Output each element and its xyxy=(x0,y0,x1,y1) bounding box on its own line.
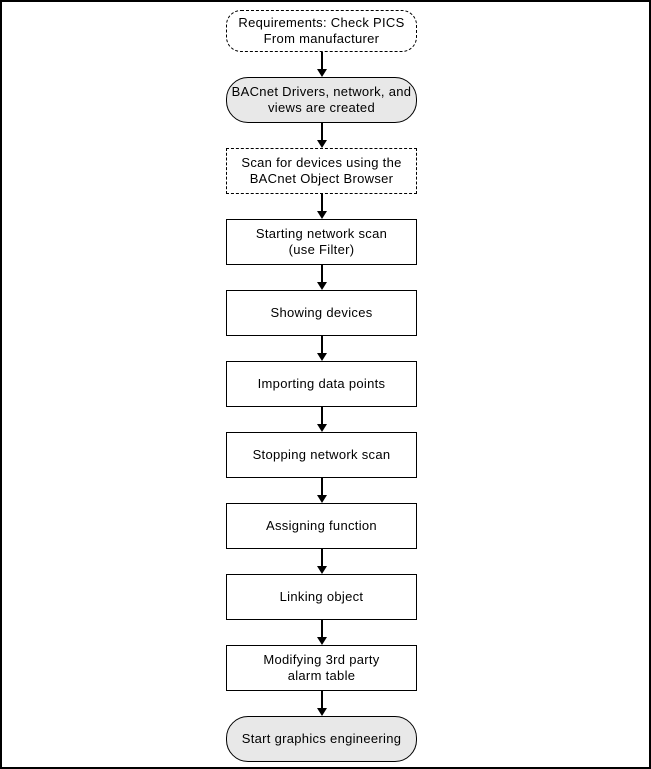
node-stopping-network-scan: Stopping network scan xyxy=(226,432,417,478)
node-showing-devices-label: Showing devices xyxy=(270,305,373,320)
arrowhead-icon xyxy=(316,140,327,148)
flow-arrow xyxy=(226,123,417,148)
arrowhead-icon xyxy=(316,211,327,219)
node-linking-object: Linking object xyxy=(226,574,417,620)
flow-arrow xyxy=(226,265,417,290)
node-drivers-created-label: BACnet Drivers, network, and views are c… xyxy=(231,84,412,115)
arrow-shaft xyxy=(320,407,323,424)
node-drivers-created: BACnet Drivers, network, and views are c… xyxy=(226,77,417,123)
arrow-shaft xyxy=(320,691,323,708)
arrow-shaft xyxy=(320,194,323,211)
flow-arrow xyxy=(226,194,417,219)
arrow-shaft xyxy=(320,336,323,353)
arrow-shaft xyxy=(320,123,323,140)
node-starting-network-scan-label: Starting network scan (use Filter) xyxy=(255,226,388,257)
flow-arrow xyxy=(226,478,417,503)
node-importing-data-points: Importing data points xyxy=(226,361,417,407)
flow-arrow xyxy=(226,549,417,574)
flow-arrow xyxy=(226,620,417,645)
flow-arrow xyxy=(226,336,417,361)
arrow-shaft xyxy=(320,549,323,566)
arrow-shaft xyxy=(320,265,323,282)
arrowhead-icon xyxy=(316,637,327,645)
flow-arrow xyxy=(226,407,417,432)
node-stopping-network-scan-label: Stopping network scan xyxy=(252,447,391,462)
node-requirements-label: Requirements: Check PICS From manufactur… xyxy=(238,15,405,46)
arrowhead-icon xyxy=(316,282,327,290)
arrow-shaft xyxy=(320,620,323,637)
arrowhead-icon xyxy=(316,495,327,503)
node-linking-object-label: Linking object xyxy=(279,589,364,604)
flow-arrow xyxy=(226,52,417,77)
node-requirements: Requirements: Check PICS From manufactur… xyxy=(226,10,417,52)
node-modifying-alarm-table: Modifying 3rd party alarm table xyxy=(226,645,417,691)
arrowhead-icon xyxy=(316,424,327,432)
arrowhead-icon xyxy=(316,69,327,77)
flow-arrow xyxy=(226,691,417,716)
node-importing-data-points-label: Importing data points xyxy=(257,376,386,391)
arrow-shaft xyxy=(320,478,323,495)
node-assigning-function-label: Assigning function xyxy=(266,518,377,533)
node-modifying-alarm-table-label: Modifying 3rd party alarm table xyxy=(263,652,380,683)
arrowhead-icon xyxy=(316,708,327,716)
node-scan-devices: Scan for devices using the BACnet Object… xyxy=(226,148,417,194)
arrowhead-icon xyxy=(316,566,327,574)
node-starting-network-scan: Starting network scan (use Filter) xyxy=(226,219,417,265)
flowchart: Requirements: Check PICS From manufactur… xyxy=(226,10,417,762)
node-start-graphics-engineering: Start graphics engineering xyxy=(226,716,417,762)
node-showing-devices: Showing devices xyxy=(226,290,417,336)
node-scan-devices-label: Scan for devices using the BACnet Object… xyxy=(241,155,402,186)
arrowhead-icon xyxy=(316,353,327,361)
node-assigning-function: Assigning function xyxy=(226,503,417,549)
arrow-shaft xyxy=(320,52,323,69)
node-start-graphics-engineering-label: Start graphics engineering xyxy=(241,731,402,746)
